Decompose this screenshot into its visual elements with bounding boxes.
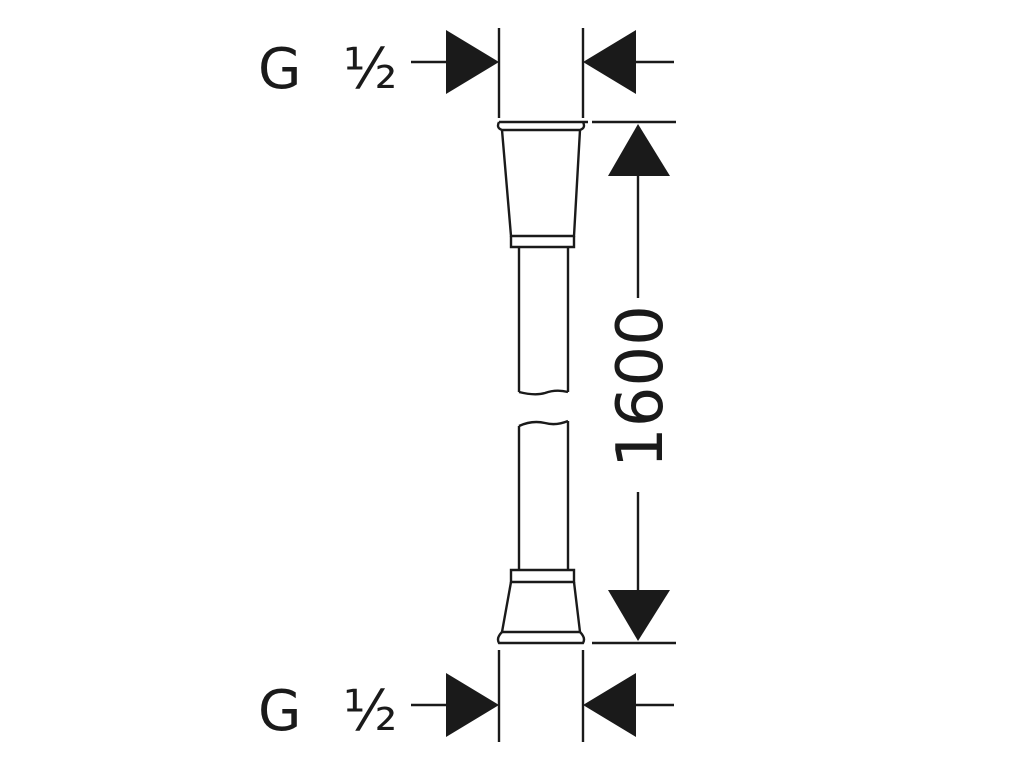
bottom-width-dimension (411, 650, 674, 742)
top-width-dimension (411, 28, 674, 118)
bottom-thread-size: ½ (343, 679, 397, 744)
hose-lower (517, 419, 570, 570)
hose-upper (517, 247, 570, 396)
top-thread-size: ½ (343, 37, 397, 102)
top-nut (496, 120, 588, 249)
top-right-arrow (583, 30, 636, 94)
bottom-thread-letter: G (258, 679, 301, 744)
bottom-left-arrow (446, 673, 499, 737)
top-thread-letter: G (258, 37, 301, 102)
bottom-thread-label: G ½ (258, 679, 397, 744)
top-left-arrow (446, 30, 499, 94)
length-dimension: 1600 (592, 120, 678, 645)
bottom-right-arrow (583, 673, 636, 737)
length-top-arrow (608, 124, 670, 176)
length-bottom-arrow (608, 590, 670, 641)
length-value: 1600 (604, 305, 678, 468)
bottom-nut (496, 568, 586, 645)
top-thread-label: G ½ (258, 37, 397, 102)
